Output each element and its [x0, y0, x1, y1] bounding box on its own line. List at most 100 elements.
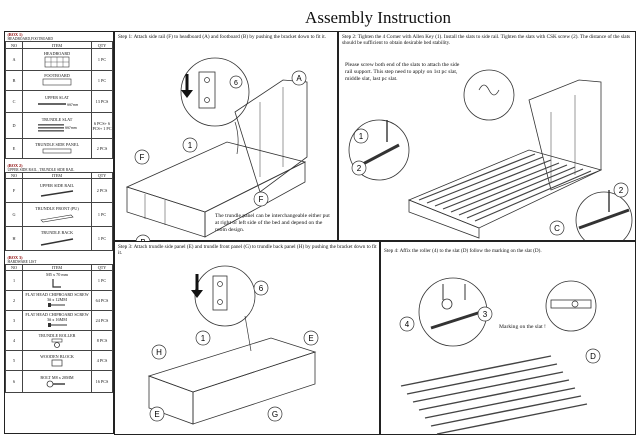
roller-icon — [51, 338, 63, 348]
box3-subtitle: HARDWARE LIST — [7, 260, 37, 264]
parts-list: (BOX 1) HEADBOARD,FOOTBOARD NO ITEM QTY … — [4, 31, 114, 434]
side-panel-illustration — [42, 148, 72, 153]
part-item: BOLT M8 x 20MM — [22, 370, 92, 393]
table-row: 6 BOLT M8 x 20MM 16 PCS — [5, 370, 113, 393]
part-name: FLAT HEAD CHIPBOARD SCREW 3# x 16MM — [25, 312, 89, 322]
callout-d: D — [590, 352, 596, 361]
part-qty: 1 PC — [91, 226, 113, 251]
box3-table: (BOX 3) HARDWARE LIST NO ITEM QTY 1 M5 x… — [5, 255, 113, 393]
part-name: TRUNDLE SLAT — [41, 116, 73, 122]
trundle-back-illustration — [40, 237, 74, 246]
allen-key-icon — [52, 278, 61, 288]
part-no: F — [5, 178, 23, 203]
step3-diagram: 6 1 H E E G — [147, 265, 319, 425]
wooden-block-icon — [51, 359, 63, 366]
part-qty: 1 PC — [91, 48, 113, 71]
screw-icon — [48, 303, 65, 307]
step1-diagram: A B F F 1 6 — [125, 57, 308, 242]
step4-diagram: 4 3 D — [399, 277, 601, 435]
box1-table: (BOX 1) HEADBOARD,FOOTBOARD NO ITEM QTY … — [5, 32, 113, 159]
part-item: UPPER SLAT 997mm — [22, 90, 92, 113]
box2-label: (BOX 2) — [7, 163, 23, 168]
callout-1: 1 — [201, 334, 206, 343]
part-no: H — [5, 226, 23, 251]
part-qty: 2 PCS — [91, 138, 113, 159]
table-row: 5 WOODEN BLOCK 4 PCS — [5, 350, 113, 371]
callout-2a: 2 — [357, 164, 362, 173]
step3-text: Step 3: Attach trundle side panel (E) an… — [118, 244, 377, 257]
part-qty: 1 PC — [91, 70, 113, 91]
step1-text: Step 1: Attach side rail (F) to headboar… — [118, 34, 327, 40]
part-no: 6 — [5, 370, 23, 393]
table-row: 3 FLAT HEAD CHIPBOARD SCREW 3# x 16MM 24… — [5, 310, 113, 331]
table-row: H TRUNDLE BACK 1 PC — [5, 226, 113, 251]
part-item: WOODEN BLOCK — [22, 350, 92, 371]
footboard-illustration — [42, 78, 72, 86]
part-name: TRUNDLE SIDE PANEL — [34, 141, 80, 147]
part-item: HEADBOARD — [22, 48, 92, 71]
callout-1: 1 — [359, 132, 364, 141]
part-qty: 13 PCS — [91, 90, 113, 113]
step4-text: Step 4: Affix the roller (4) to the slat… — [384, 248, 542, 254]
part-name: TRUNDLE ROLLER — [38, 332, 76, 338]
part-qty: 8 PCS — [91, 330, 113, 351]
trundle-slat-illustration: 997mm — [38, 123, 77, 132]
part-item: TRUNDLE BACK — [22, 226, 92, 251]
step2-text: Step 2: Tighten the 4 Corner with Allen … — [342, 34, 631, 47]
side-rail-illustration — [40, 189, 74, 197]
part-name: WOODEN BLOCK — [40, 353, 74, 359]
trundle-slats — [400, 355, 588, 435]
part-qty: 24 PCS — [91, 310, 113, 331]
step4-panel: Step 4: Affix the roller (4) to the slat… — [380, 241, 636, 435]
callout-h: H — [156, 348, 162, 357]
part-item: UPPER SIDE RAIL — [22, 178, 92, 203]
part-no: G — [5, 202, 23, 227]
part-qty: 4 PCS — [91, 350, 113, 371]
table-row: 1 M5 x 70 mm 1 PC — [5, 270, 113, 291]
part-no: E — [5, 138, 23, 159]
part-no: 3 — [5, 310, 23, 331]
part-name: TRUNDLE BACK — [40, 229, 74, 235]
part-no: A — [5, 48, 23, 71]
callout-e2: E — [154, 410, 159, 419]
table-row: 2 FLAT HEAD CHIPBOARD SCREW 3# x 12MM 64… — [5, 290, 113, 311]
callout-c: C — [554, 224, 560, 233]
slat-dim: 997mm — [67, 103, 78, 107]
box1-subtitle: HEADBOARD,FOOTBOARD — [7, 37, 53, 41]
page-title: Assembly Instruction — [305, 8, 451, 27]
table-row: 4 TRUNDLE ROLLER 8 PCS — [5, 330, 113, 351]
part-no: C — [5, 90, 23, 113]
box2-table: (BOX 2) UPPER SIDE RAIL , TRUNDLE SIDE R… — [5, 163, 113, 251]
part-no: 4 — [5, 330, 23, 351]
callout-f1: F — [140, 153, 145, 162]
part-name: HEADBOARD — [43, 50, 71, 56]
step2-note: Please screw both end of the slats to at… — [345, 62, 460, 82]
table-row: F UPPER SIDE RAIL 2 PCS — [5, 178, 113, 203]
bolt-icon — [46, 380, 65, 387]
callout-g: G — [272, 410, 278, 419]
part-item: TRUNDLE SLAT 997mm — [22, 112, 92, 139]
part-name: M5 x 70 mm — [46, 271, 68, 277]
part-item: TRUNDLE SIDE PANEL — [22, 138, 92, 159]
part-name: UPPER SIDE RAIL — [39, 182, 75, 188]
part-name: UPPER SLAT — [44, 94, 70, 100]
screw-icon — [48, 323, 67, 327]
step4-note: Marking on the slat ! — [499, 324, 546, 330]
step3-panel: Step 3: Attach trundle side panel (E) an… — [114, 241, 380, 435]
part-item: M5 x 70 mm — [22, 270, 92, 291]
trundle-front-illustration — [40, 214, 74, 222]
col-qty: QTY — [91, 41, 113, 49]
slats — [418, 153, 592, 222]
step1-panel: Step 1: Attach side rail (F) to headboar… — [114, 31, 338, 242]
step2-panel: Step 2: Tighten the 4 Corner with Allen … — [338, 31, 636, 241]
callout-b: B — [140, 238, 145, 242]
part-qty: 6 PCS+ 6 PCS+ 1 PC — [91, 112, 113, 139]
box2-subtitle: UPPER SIDE RAIL , TRUNDLE SIDE RAIL — [7, 168, 75, 172]
callout-6: 6 — [234, 80, 238, 87]
part-name: FOOTBOARD — [44, 73, 70, 78]
slat-illustration: 997mm — [38, 102, 79, 107]
col-no: NO — [5, 41, 23, 49]
step1-note: The trundle panel can be interchangeable… — [215, 213, 330, 233]
part-name: TRUNDLE FRONT (PU) — [35, 205, 79, 211]
trundle-slat-dim: 997mm — [65, 126, 77, 130]
